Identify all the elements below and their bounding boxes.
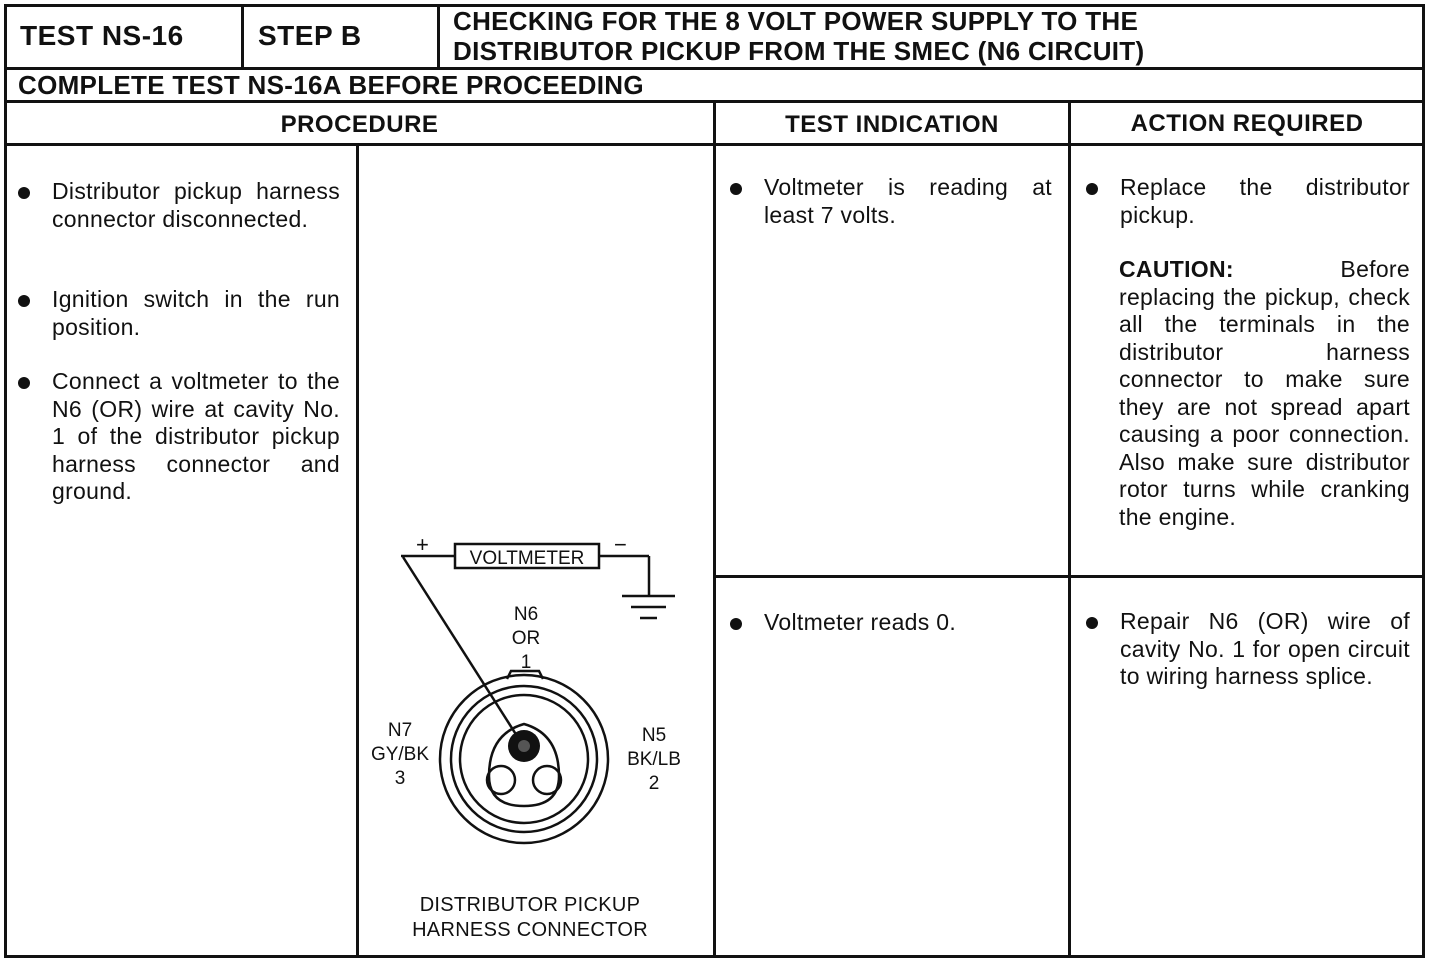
- pin2-wire: N5: [641, 725, 667, 746]
- pin1-wire: N6: [513, 604, 539, 625]
- action-text: Repair N6 (OR) wire of cavity No. 1 for …: [1120, 608, 1410, 689]
- probe-wire: [401, 556, 519, 737]
- pin1-color: OR: [511, 628, 541, 649]
- procedure-step: Connect a voltmeter to the N6 (OR) wire …: [18, 368, 340, 506]
- procedure-step-text: Connect a voltmeter to the N6 (OR) wire …: [52, 368, 340, 504]
- pin1-cavity: 1: [520, 652, 532, 673]
- pin1-label: N6 OR 1: [496, 603, 556, 675]
- test-indication: Voltmeter reads 0.: [730, 609, 1052, 637]
- caption-line: HARNESS CONNECTOR: [412, 919, 648, 941]
- prerequisite-note: COMPLETE TEST NS-16A BEFORE PROCEEDING: [18, 70, 644, 100]
- test-indication: Voltmeter is reading at least 7 volts.: [730, 174, 1052, 229]
- divider: [1068, 100, 1071, 958]
- voltmeter-label: VOLTMETER: [469, 548, 585, 569]
- pin3-label: N7 GY/BK 3: [364, 719, 436, 791]
- action-required: Repair N6 (OR) wire of cavity No. 1 for …: [1086, 608, 1410, 691]
- action-text: Replace the distributor pickup.: [1120, 174, 1410, 228]
- bullet-icon: [1086, 617, 1098, 629]
- connector-diagram: [401, 542, 675, 845]
- caution-note: CAUTION: Before replacing the pickup, ch…: [1119, 256, 1410, 531]
- bullet-icon: [1086, 183, 1098, 195]
- divider: [356, 143, 359, 958]
- positive-terminal-label: +: [416, 532, 429, 557]
- column-header-test-indication: TEST INDICATION: [785, 111, 999, 138]
- bullet-icon: [730, 183, 742, 195]
- procedure-step-text: Distributor pickup harness connector dis…: [52, 178, 340, 232]
- caption-line: DISTRIBUTOR PICKUP: [419, 894, 641, 916]
- procedure-step-text: Ignition switch in the run position.: [52, 286, 340, 340]
- caution-label: CAUTION:: [1119, 256, 1234, 282]
- pin2-label: N5 BK/LB 2: [616, 724, 692, 796]
- divider: [241, 4, 244, 68]
- bullet-icon: [18, 377, 30, 389]
- test-title-line2: DISTRIBUTOR PICKUP FROM THE SMEC (N6 CIR…: [453, 36, 1145, 66]
- divider: [713, 100, 716, 958]
- pin2-color: BK/LB: [627, 749, 681, 770]
- action-required: Replace the distributor pickup.: [1086, 174, 1410, 229]
- pin3-color: GY/BK: [370, 744, 430, 765]
- diagram-caption: DISTRIBUTOR PICKUP HARNESS CONNECTOR: [366, 893, 694, 943]
- test-title-line1: CHECKING FOR THE 8 VOLT POWER SUPPLY TO …: [453, 6, 1139, 36]
- pin2-cavity: 2: [648, 773, 660, 794]
- negative-terminal-label: −: [614, 532, 627, 557]
- step-label: STEP B: [258, 20, 362, 51]
- procedure-step: Distributor pickup harness connector dis…: [18, 178, 340, 233]
- bullet-icon: [730, 618, 742, 630]
- column-header-procedure: PROCEDURE: [280, 111, 439, 138]
- pin3-cavity: 3: [394, 768, 406, 789]
- bullet-icon: [18, 295, 30, 307]
- procedure-step: Ignition switch in the run position.: [18, 286, 340, 341]
- caution-text: Before replacing the pickup, check all t…: [1119, 256, 1410, 530]
- column-header-action-required: ACTION REQUIRED: [1130, 110, 1364, 137]
- pin3-wire: N7: [387, 720, 413, 741]
- bullet-icon: [18, 187, 30, 199]
- divider: [437, 4, 440, 68]
- indication-text: Voltmeter reads 0.: [764, 609, 957, 635]
- test-number: TEST NS-16: [20, 20, 184, 51]
- divider: [4, 67, 1425, 70]
- indication-text: Voltmeter is reading at least 7 volts.: [764, 174, 1052, 228]
